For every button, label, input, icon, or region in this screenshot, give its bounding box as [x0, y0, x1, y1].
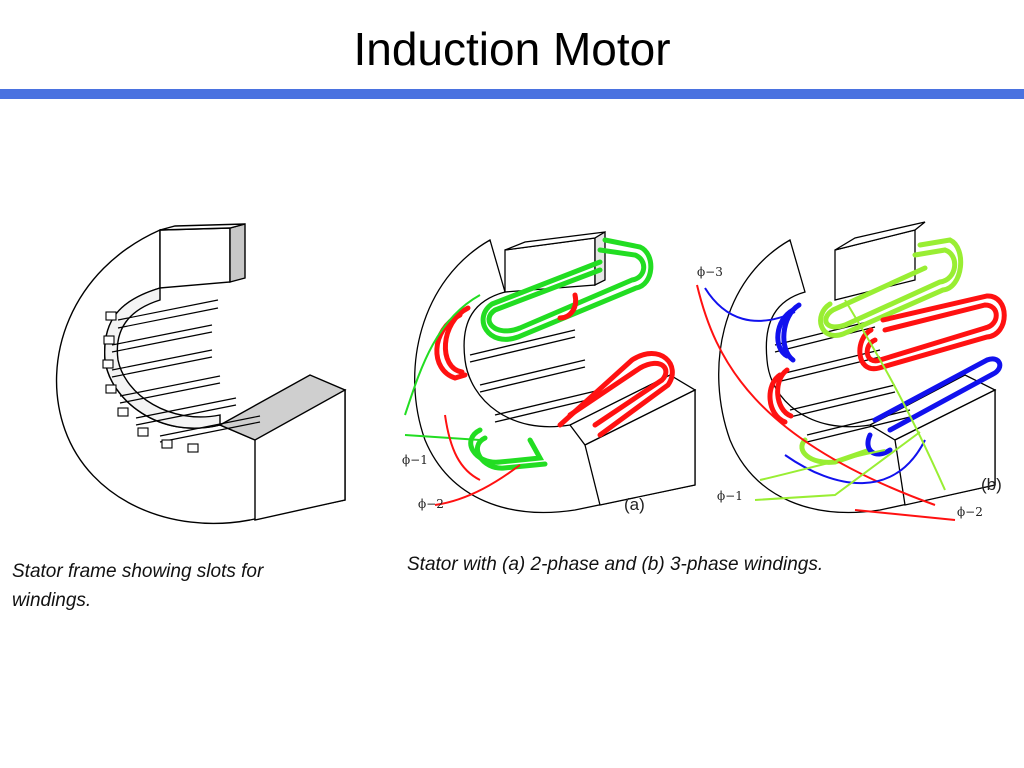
top-block-front [159, 227, 231, 289]
stator-frame-caption: Stator frame showing slots for windings. [12, 561, 264, 611]
phase2-coils [767, 293, 1007, 425]
stator-frame-figure [40, 200, 360, 530]
top-block-side [229, 223, 246, 283]
three-phase-figure: ϕ−3 ϕ−1 ϕ−2 (b) [695, 200, 1015, 530]
lead-wires [404, 294, 521, 506]
two-phase-figure: ϕ−1 ϕ−2 (a) [400, 200, 700, 530]
panel-label-a: (a) [624, 495, 645, 514]
phase1-label: ϕ−1 [717, 489, 743, 503]
phase2-label: ϕ−2 [957, 505, 983, 519]
stator-frame-drawing [55, 223, 347, 525]
slide-title: Induction Motor [353, 23, 671, 75]
panel-label-b: (b) [981, 475, 1002, 494]
windings-caption: Stator with (a) 2-phase and (b) 3-phase … [407, 554, 824, 575]
title-rule [0, 89, 1024, 99]
lead-wires [696, 284, 956, 521]
phase2-coils [434, 292, 675, 438]
phase1-label: ϕ−1 [402, 453, 428, 467]
phase1-coils [468, 237, 654, 471]
phase3-label: ϕ−3 [697, 265, 723, 279]
three-phase-drawing: ϕ−3 ϕ−1 ϕ−2 (b) [696, 221, 1007, 521]
two-phase-drawing: ϕ−1 ϕ−2 (a) [402, 230, 697, 514]
phase2-label: ϕ−2 [418, 497, 444, 511]
